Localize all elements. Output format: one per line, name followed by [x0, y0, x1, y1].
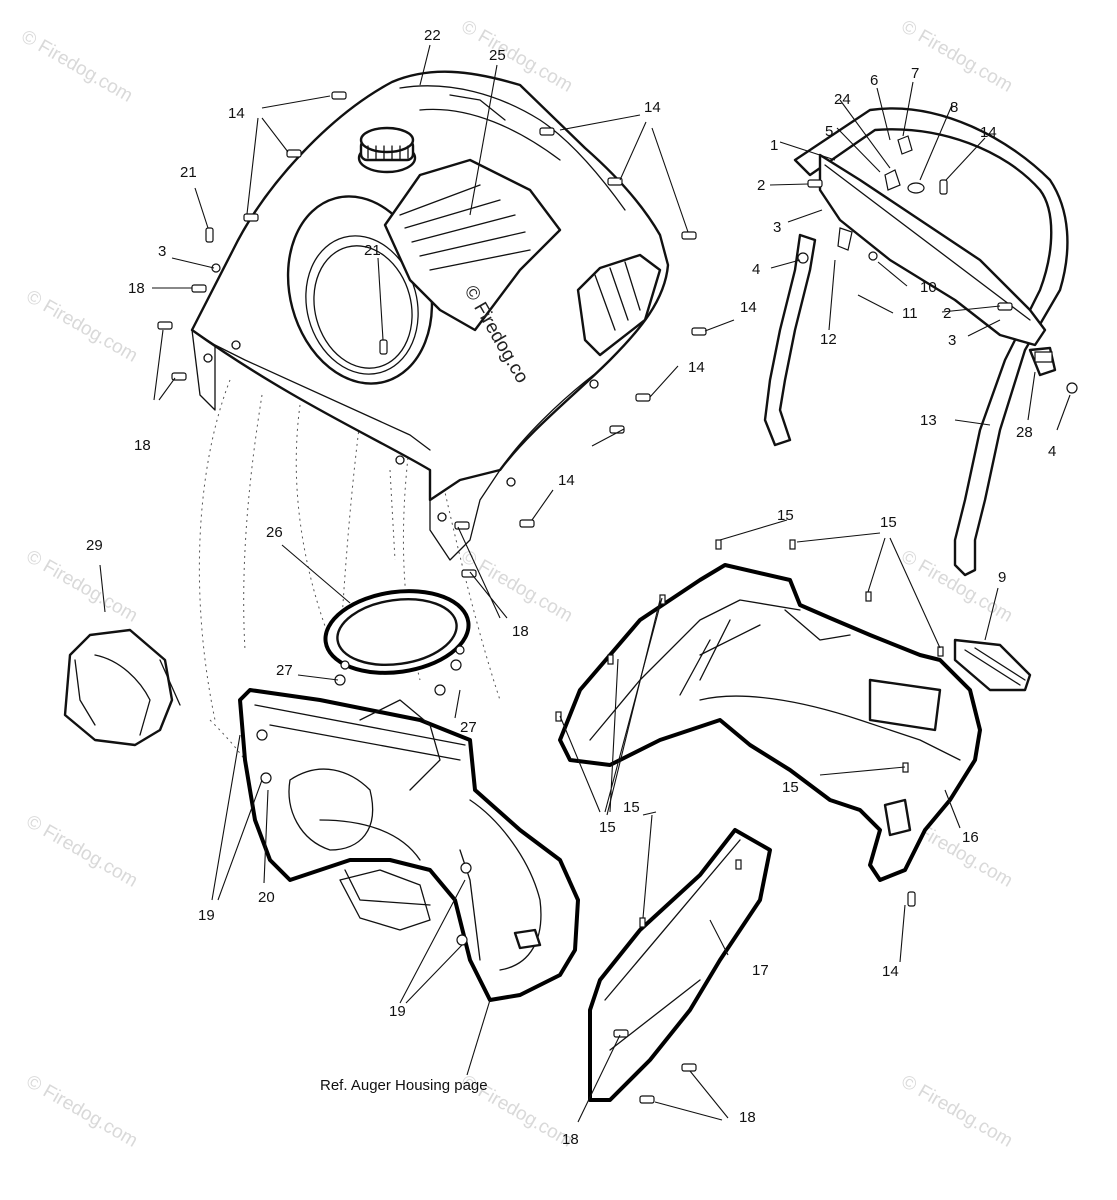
callout-4: 4 [1048, 443, 1056, 460]
callout-20: 20 [258, 889, 275, 906]
watermark: © Firedog.com [458, 546, 577, 627]
skid-plate [953, 638, 1032, 692]
watermark: © Firedog.com [18, 26, 137, 107]
watermark: © Firedog.com [23, 1071, 142, 1152]
callout-14: 14 [644, 99, 661, 116]
handle [763, 107, 1069, 577]
callout-25: 25 [489, 47, 506, 64]
callout-24: 24 [834, 91, 851, 108]
callout-27: 27 [276, 662, 293, 679]
callout-15: 15 [599, 819, 616, 836]
callout-4: 4 [752, 261, 760, 278]
watermark: © Firedog.com [898, 1071, 1017, 1152]
callout-13: 13 [920, 412, 937, 429]
callout-16: 16 [962, 829, 979, 846]
callout-14: 14 [558, 472, 575, 489]
callout-14: 14 [688, 359, 705, 376]
callout-15: 15 [777, 507, 794, 524]
callout-17: 17 [752, 962, 769, 979]
callout-15: 15 [880, 514, 897, 531]
callout-labels: 22 25 14 14 14 14 14 14 21 21 3 18 18 18… [86, 27, 1056, 1148]
callout-14: 14 [882, 963, 899, 980]
callout-19: 19 [198, 907, 215, 924]
callout-18: 18 [128, 280, 145, 297]
callout-29: 29 [86, 537, 103, 554]
callout-15: 15 [623, 799, 640, 816]
callout-3: 3 [948, 332, 956, 349]
callout-11: 11 [902, 305, 918, 322]
callout-14: 14 [228, 105, 245, 122]
leader-lines [99, 44, 1071, 1123]
callout-1: 1 [770, 137, 778, 154]
chute-ring [323, 589, 471, 696]
callout-21: 21 [180, 164, 197, 181]
callout-21: 21 [364, 242, 381, 259]
upper-shroud [190, 70, 670, 561]
callout-3: 3 [158, 243, 166, 260]
watermark: © Firedog.com [23, 811, 142, 892]
callout-6: 6 [870, 72, 878, 89]
watermark: © Firedog.com [23, 546, 142, 627]
callout-18: 18 [562, 1131, 579, 1148]
callout-9: 9 [998, 569, 1006, 586]
callout-10: 10 [920, 279, 937, 296]
side-panel [588, 828, 772, 1102]
callout-2: 2 [943, 305, 951, 322]
callout-14: 14 [980, 124, 997, 141]
watermark: © Firedog.com [23, 286, 142, 367]
callout-15: 15 [782, 779, 799, 796]
callout-8: 8 [950, 99, 958, 116]
callout-2: 2 [757, 177, 765, 194]
auger-housing [238, 688, 580, 1002]
callout-28: 28 [1016, 424, 1033, 441]
callout-18: 18 [134, 437, 151, 454]
callout-18: 18 [739, 1109, 756, 1126]
callout-26: 26 [266, 524, 283, 541]
chute-deflector [63, 628, 181, 747]
callout-22: 22 [424, 27, 441, 44]
watermark: © Firedog.com [898, 16, 1017, 97]
callout-27: 27 [460, 719, 477, 736]
callout-3: 3 [773, 219, 781, 236]
callout-14: 14 [740, 299, 757, 316]
lower-shroud [558, 563, 982, 882]
callout-19: 19 [389, 1003, 406, 1020]
callout-12: 12 [820, 331, 837, 348]
callout-18: 18 [512, 623, 529, 640]
callout-7: 7 [911, 65, 919, 82]
callout-5: 5 [825, 123, 833, 140]
reference-caption: Ref. Auger Housing page [320, 1077, 488, 1094]
